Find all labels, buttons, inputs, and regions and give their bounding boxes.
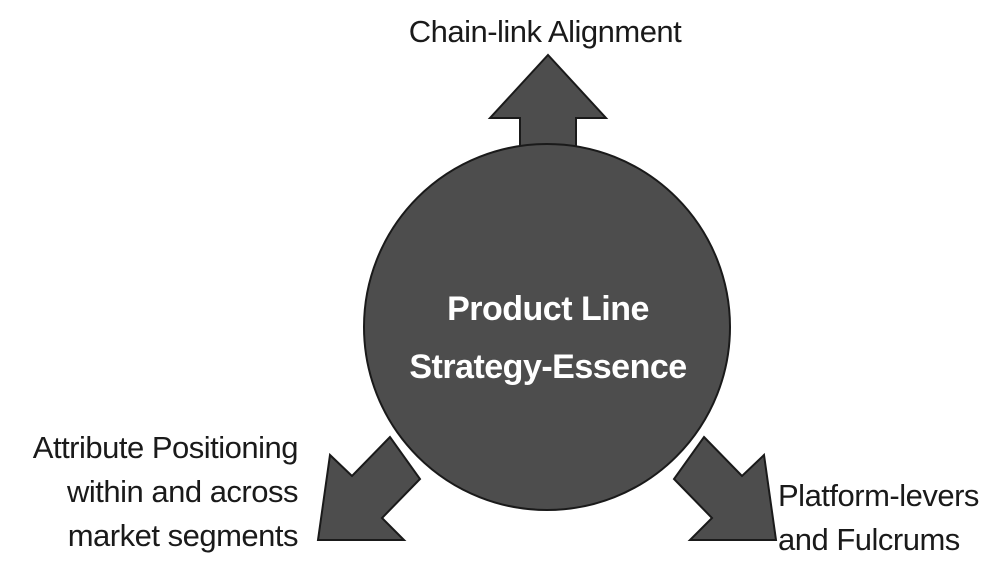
right-arrow-label: Platform-levers and Fulcrums: [778, 474, 998, 562]
center-line-1: Product Line: [447, 290, 649, 328]
right-label-line-2: and Fulcrums: [778, 522, 960, 557]
left-label-line-1: Attribute Positioning: [32, 430, 299, 465]
right-label-line-1: Platform-levers: [778, 478, 979, 513]
center-label: Product Line Strategy-Essence: [378, 280, 718, 396]
top-label-line-1: Chain-link Alignment: [408, 14, 682, 49]
left-arrow-label: Attribute Positioning within and across …: [0, 426, 299, 558]
top-arrow-label: Chain-link Alignment: [390, 10, 700, 54]
arrow-down-right: [672, 435, 778, 541]
center-line-2: Strategy-Essence: [409, 348, 687, 386]
left-label-line-2: within and across: [66, 474, 299, 509]
arrow-down-left: [316, 435, 422, 541]
left-label-line-3: market segments: [67, 518, 299, 553]
center-circle: [363, 143, 731, 511]
